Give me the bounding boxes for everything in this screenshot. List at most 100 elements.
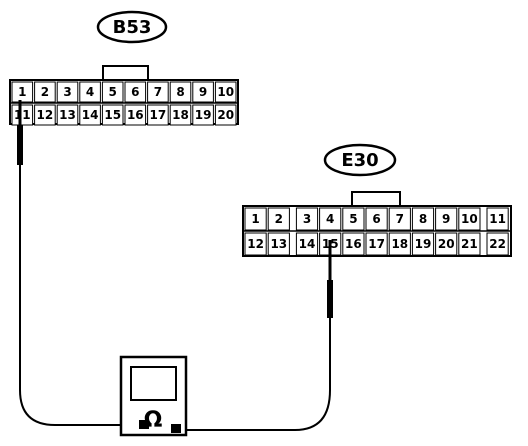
- terminal-number: 8: [176, 85, 184, 99]
- terminal-number: 18: [172, 108, 189, 122]
- terminal-cell: [147, 81, 169, 103]
- terminal-cell: [124, 104, 147, 126]
- terminal-cell: [411, 232, 435, 256]
- ohmmeter-jack-left: [139, 420, 149, 429]
- terminal-number: 17: [368, 237, 385, 251]
- terminal-cell: [56, 81, 79, 103]
- terminal-cell: [192, 81, 214, 103]
- ohmmeter-jack-right: [171, 424, 181, 433]
- terminal-number: 1: [18, 85, 26, 99]
- connector-e30-pins: 12345678910111213141516171819202122: [244, 207, 509, 256]
- connector-b53-lock-tab: [102, 65, 149, 80]
- terminal-cell: [101, 81, 124, 103]
- terminal-cell: [411, 207, 435, 231]
- connector-e30-tag-outline: [323, 143, 397, 177]
- terminal-cell: [458, 232, 481, 256]
- terminal-cell: [169, 104, 192, 126]
- terminal-cell: [365, 207, 388, 231]
- terminal-cell: [34, 104, 56, 126]
- terminal-cell: [79, 104, 101, 126]
- terminal-number: 1: [251, 212, 259, 226]
- test-lead-b53: [19, 100, 145, 426]
- terminal-number: 13: [59, 108, 76, 122]
- terminal-number: 10: [217, 85, 234, 99]
- terminal-cell: [435, 232, 458, 256]
- terminal-cell: [267, 207, 290, 231]
- terminal-number: 12: [37, 108, 54, 122]
- terminal-number: 4: [86, 85, 94, 99]
- terminal-number: 11: [14, 108, 31, 122]
- terminal-cell: [486, 207, 509, 231]
- terminal-cell: [388, 232, 411, 256]
- terminal-cell: [295, 232, 319, 256]
- test-leads: [17, 100, 333, 431]
- terminal-cell: [101, 104, 124, 126]
- terminal-number: 9: [199, 85, 207, 99]
- terminal-cell: [147, 104, 169, 126]
- terminal-number: 6: [372, 212, 380, 226]
- terminal-cell: [124, 81, 147, 103]
- terminal-cell: [388, 207, 411, 231]
- terminal-number: 14: [299, 237, 316, 251]
- terminal-cell: [11, 81, 34, 103]
- terminal-cell: [486, 232, 509, 256]
- probe-b53: [17, 125, 23, 165]
- terminal-cell: [342, 232, 365, 256]
- test-lead-e30: [183, 240, 331, 431]
- terminal-number: 8: [419, 212, 427, 226]
- terminal-cell: [214, 81, 237, 103]
- terminal-number: 10: [461, 212, 478, 226]
- terminal-number: 2: [41, 85, 49, 99]
- terminal-cell: [435, 207, 458, 231]
- terminal-cell: [365, 232, 388, 256]
- terminal-number: 7: [154, 85, 162, 99]
- terminal-cell: [319, 207, 342, 231]
- connector-b53-tag: B53: [113, 17, 152, 38]
- connector-e30-tag: E30: [341, 150, 378, 171]
- terminal-number: 12: [247, 237, 264, 251]
- connector-e30: E30 12345678910111213141516171819202122: [242, 143, 512, 257]
- terminal-number: 9: [442, 212, 450, 226]
- terminal-number: 15: [104, 108, 121, 122]
- ohmmeter-display: [130, 366, 177, 401]
- terminal-cell: [56, 104, 79, 126]
- terminal-number: 13: [270, 237, 287, 251]
- terminal-cell: [295, 207, 319, 231]
- terminal-number: 4: [326, 212, 334, 226]
- terminal-number: 20: [217, 108, 234, 122]
- terminal-number: 21: [461, 237, 478, 251]
- terminal-number: 3: [63, 85, 71, 99]
- terminal-cell: [214, 104, 237, 126]
- terminal-cell: [244, 232, 267, 256]
- connector-b53-tag-outline: [96, 10, 168, 44]
- terminal-number: 22: [489, 237, 506, 251]
- terminal-cell: [342, 207, 365, 231]
- terminal-cell: [79, 81, 101, 103]
- terminal-number: 11: [489, 212, 506, 226]
- ohmmeter: Ω: [119, 355, 188, 437]
- terminal-number: 14: [82, 108, 99, 122]
- terminal-number: 18: [391, 237, 408, 251]
- terminal-cell: [267, 232, 290, 256]
- terminal-cell: [192, 104, 214, 126]
- terminal-number: 16: [127, 108, 144, 122]
- terminal-number: 5: [109, 85, 117, 99]
- terminal-cell: [169, 81, 192, 103]
- terminal-number: 2: [275, 212, 283, 226]
- probe-e30: [327, 280, 333, 318]
- terminal-number: 17: [150, 108, 167, 122]
- terminal-number: 20: [438, 237, 455, 251]
- terminal-number: 5: [349, 212, 357, 226]
- terminal-cell: [34, 81, 56, 103]
- terminal-number: 16: [345, 237, 362, 251]
- terminal-number: 3: [303, 212, 311, 226]
- terminal-number: 6: [131, 85, 139, 99]
- terminal-cell: [458, 207, 481, 231]
- connector-e30-lock-tab: [351, 191, 401, 206]
- terminal-number: 7: [396, 212, 404, 226]
- terminal-number: 19: [415, 237, 432, 251]
- terminal-number: 19: [195, 108, 212, 122]
